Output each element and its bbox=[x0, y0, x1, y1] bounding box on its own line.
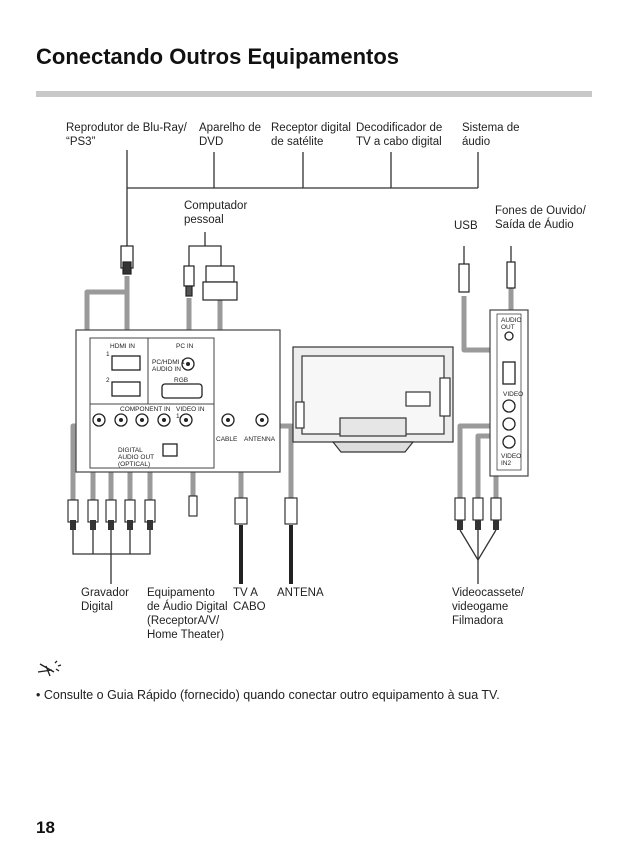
tip-text: • Consulte o Guia Rápido (fornecido) qua… bbox=[36, 688, 500, 702]
label-cable-box: Decodificador de TV a cabo digital bbox=[356, 122, 443, 148]
panel-component-in: COMPONENT IN bbox=[120, 406, 171, 413]
label-audio-equipment: Equipamento de Áudio Digital (ReceptorA/… bbox=[147, 587, 228, 641]
panel-video-side: VIDEO bbox=[503, 391, 523, 398]
page-title: Conectando Outros Equipamentos bbox=[36, 44, 400, 69]
panel-antenna: ANTENNA bbox=[244, 436, 276, 443]
page-number: 18 bbox=[36, 818, 55, 837]
label-headphones: Fones de Ouvido/ Saída de Áudio bbox=[495, 205, 586, 231]
tip-icon bbox=[37, 660, 62, 677]
label-video: Videocassete/ videogame Filmadora bbox=[452, 587, 525, 627]
label-satellite: Receptor digital de satélite bbox=[271, 122, 351, 148]
label-usb: USB bbox=[454, 220, 478, 232]
label-recorder: Gravador Digital bbox=[81, 587, 129, 613]
label-cable-tv: TV A CABO bbox=[233, 587, 266, 613]
label-dvd: Aparelho de DVD bbox=[199, 122, 262, 148]
panel-pc-in: PC IN bbox=[176, 343, 194, 350]
title-rule bbox=[36, 91, 592, 97]
label-antenna: ANTENA bbox=[277, 587, 324, 599]
label-computer: Computador pessoal bbox=[184, 200, 248, 226]
panel-hdmi-2: 2 bbox=[106, 377, 110, 384]
label-audio-system: Sistema de áudio bbox=[462, 122, 520, 148]
panel-cable: CABLE bbox=[216, 436, 238, 443]
panel-hdmi-1: 1 bbox=[106, 351, 110, 358]
panel-hdmi-in: HDMI IN bbox=[110, 343, 135, 350]
panel-rgb: RGB bbox=[174, 377, 188, 384]
label-bluray: Reprodutor de Blu-Ray/ “PS3” bbox=[66, 122, 187, 148]
